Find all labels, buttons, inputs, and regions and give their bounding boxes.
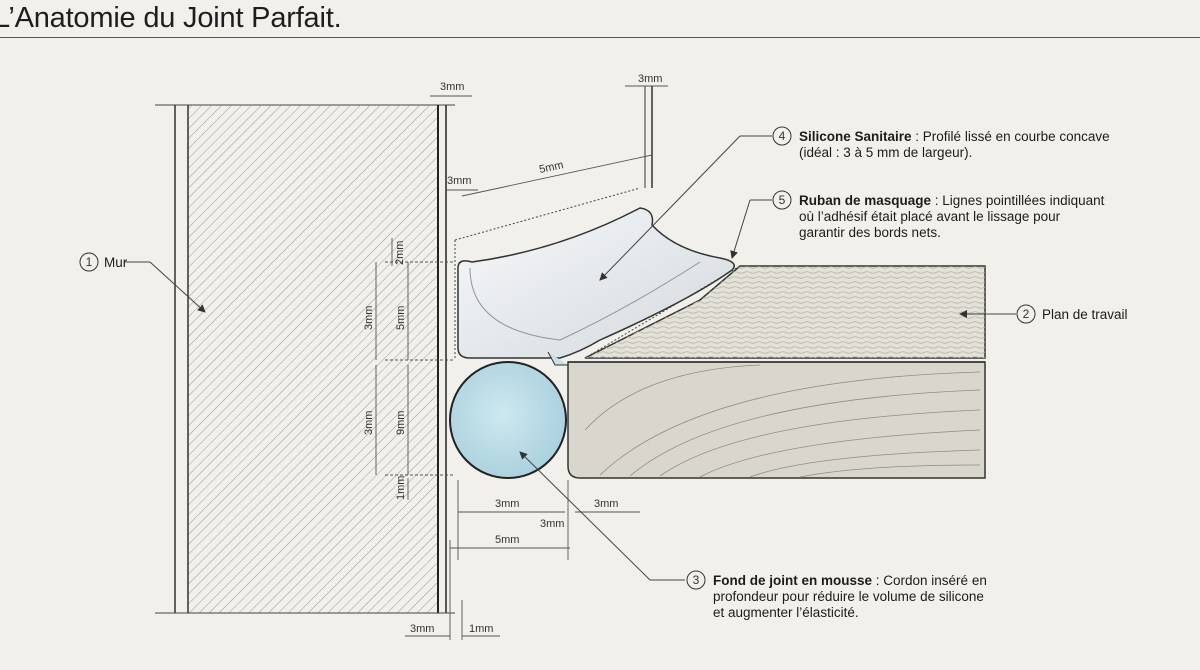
title-divider <box>0 37 1200 38</box>
leader-lines <box>125 135 1016 581</box>
callout-line: : Cordon inséré en <box>872 573 987 588</box>
silicone-corner <box>547 351 568 366</box>
wall-hatch <box>188 105 438 613</box>
callout-line: profondeur pour réduire le volume de sil… <box>713 589 984 604</box>
callout-backer-rod: 3 Fond de joint en mousse : Cordon insér… <box>686 570 987 620</box>
dim-bot-3mm-a: 3mm <box>495 498 519 510</box>
silicone-bead <box>457 207 735 359</box>
callout-line: : Lignes pointillées indiquant <box>931 193 1105 208</box>
callout-countertop: 2 Plan de travail <box>1016 304 1128 324</box>
callout-number-badge <box>79 252 99 272</box>
callout-line: : Profilé lissé en courbe concave <box>912 129 1110 144</box>
dim-bot-5mm: 5mm <box>495 534 519 546</box>
dim-bot-3mm-c: 3mm <box>594 498 618 510</box>
callout-number: 4 <box>779 129 786 143</box>
callout-text-line-1: Fond de joint en mousse : Cordon inséré … <box>713 573 987 588</box>
dim-foot-1mm: 1mm <box>469 623 493 635</box>
dim-foot-3mm: 3mm <box>410 623 434 635</box>
callout-number-badge <box>772 190 792 210</box>
callout-number-badge <box>772 126 792 146</box>
page-title: L’Anatomie du Joint Parfait. <box>0 2 342 34</box>
dim-v-5mm: 5mm <box>395 306 407 330</box>
dim-silicone-width: 5mm <box>538 159 564 176</box>
dimension-lines <box>375 85 668 640</box>
callout-silicone: 4 Silicone Sanitaire : Profilé lissé en … <box>772 126 1110 160</box>
countertop-top-grain <box>585 266 985 358</box>
dim-top-gap: 3mm <box>440 81 464 93</box>
silicone-concave-curve <box>469 261 701 341</box>
callout-title: Fond de joint en mousse <box>713 573 872 588</box>
foam-backer-rod <box>449 361 567 479</box>
masking-tape-lines <box>454 187 741 359</box>
callout-masking-tape: 5 Ruban de masquage : Lignes pointillées… <box>772 190 1105 240</box>
countertop <box>567 265 986 479</box>
callout-text-line-1: Silicone Sanitaire : Profilé lissé en co… <box>799 129 1110 144</box>
callout-wall: 1 Mur <box>79 252 128 272</box>
dim-bot-3mm-b: 3mm <box>540 518 564 530</box>
callout-text-line-1: Ruban de masquage : Lignes pointillées i… <box>799 193 1105 208</box>
countertop-growth-rings <box>584 364 981 478</box>
dim-v-3mm-b: 3mm <box>363 411 375 435</box>
callout-line: garantir des bords nets. <box>799 225 941 240</box>
callout-number-badge <box>686 570 706 590</box>
callout-number-badge <box>1016 304 1036 324</box>
callout-title: Silicone Sanitaire <box>799 129 912 144</box>
callout-number: 2 <box>1023 307 1030 321</box>
callout-number: 3 <box>693 573 700 587</box>
dim-v-2mm: 2mm <box>394 241 406 265</box>
callout-number: 1 <box>86 255 93 269</box>
dim-tape-gap: 3mm <box>447 175 471 187</box>
callout-number: 5 <box>779 193 786 207</box>
wall <box>155 104 455 614</box>
callout-line: et augmenter l’élasticité. <box>713 605 859 620</box>
callout-title: Ruban de masquage <box>799 193 932 208</box>
dim-v-9mm: 9mm <box>395 411 407 435</box>
callout-title: Plan de travail <box>1042 307 1128 322</box>
dim-v-3mm-a: 3mm <box>363 306 375 330</box>
callout-line: où l’adhésif était placé avant le lissag… <box>799 209 1061 224</box>
callout-title: Mur <box>104 255 128 270</box>
countertop-end-grain <box>567 361 986 479</box>
callout-line: (idéal : 3 à 5 mm de largeur). <box>799 145 972 160</box>
dim-v-1mm: 1mm <box>395 476 407 500</box>
dim-top-right: 3mm <box>638 73 662 85</box>
